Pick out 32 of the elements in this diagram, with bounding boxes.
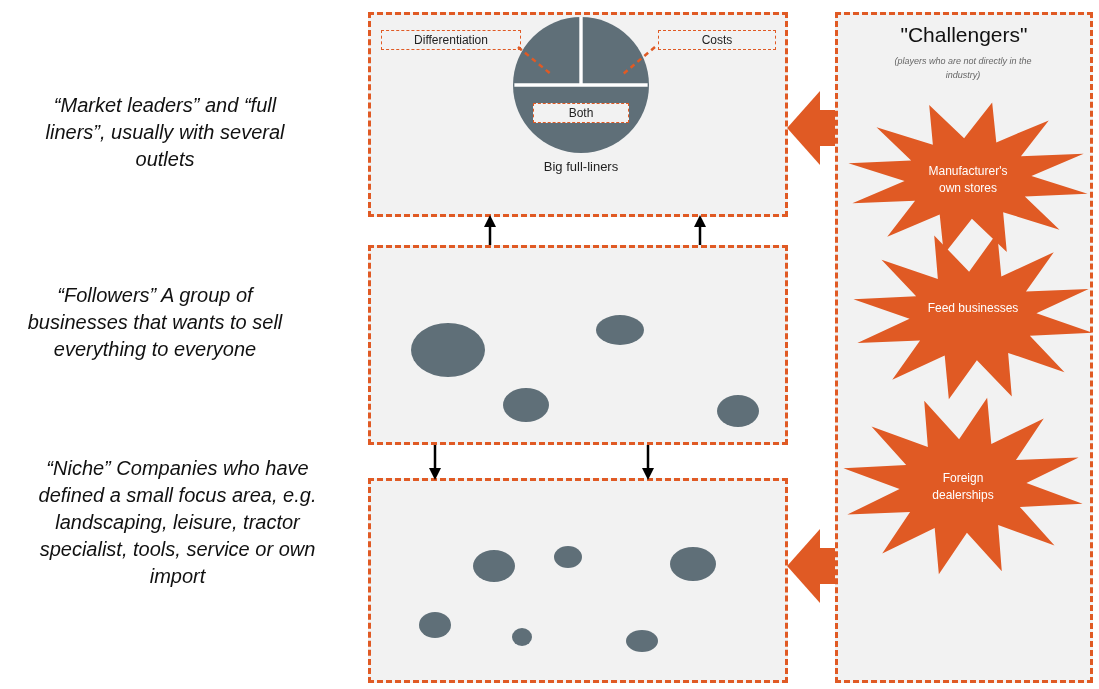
- company-dot: [717, 395, 759, 427]
- arrow: [694, 215, 706, 245]
- block-arrow: [787, 529, 835, 603]
- dashed-panel: [368, 12, 788, 217]
- company-dot: [503, 388, 549, 422]
- company-dot: [419, 612, 451, 638]
- panel-subtitle: (players who are not directly in the industry): [893, 55, 1033, 82]
- group-description: “Market leaders” and “full liners”, usually with several outlets: [45, 93, 285, 172]
- block-arrow: [787, 91, 835, 165]
- star-label: Feed businesses: [926, 300, 1020, 317]
- group-description: “Followers” A group of businesses that wants to sell everything to everyone: [26, 283, 284, 362]
- company-dot: [473, 550, 515, 582]
- company-dot: [596, 315, 644, 345]
- category-tag: Costs: [658, 30, 776, 50]
- arrow: [484, 215, 496, 245]
- arrow: [642, 445, 654, 480]
- dashed-panel: [368, 478, 788, 683]
- company-dot: [626, 630, 658, 652]
- dashed-panel: [835, 12, 1093, 683]
- company-dot: [512, 628, 532, 646]
- star-label: Foreign dealerships: [931, 470, 995, 505]
- company-dot: [554, 546, 582, 568]
- category-tag: Both: [533, 103, 629, 123]
- arrow: [429, 445, 441, 480]
- dashed-panel: [368, 245, 788, 445]
- leader-line: [517, 46, 553, 76]
- group-description: “Niche” Companies who have defined a small focus area, e.g. landscaping, leisure, tractor specialist, tools, service or own import: [37, 456, 318, 589]
- circle-caption: Big full-liners: [542, 159, 620, 174]
- panel-title: "Challengers": [899, 23, 1029, 47]
- category-tag: Differentiation: [381, 30, 521, 50]
- company-dot: [670, 547, 716, 581]
- star-label: Manufacturer's own stores: [927, 162, 1009, 197]
